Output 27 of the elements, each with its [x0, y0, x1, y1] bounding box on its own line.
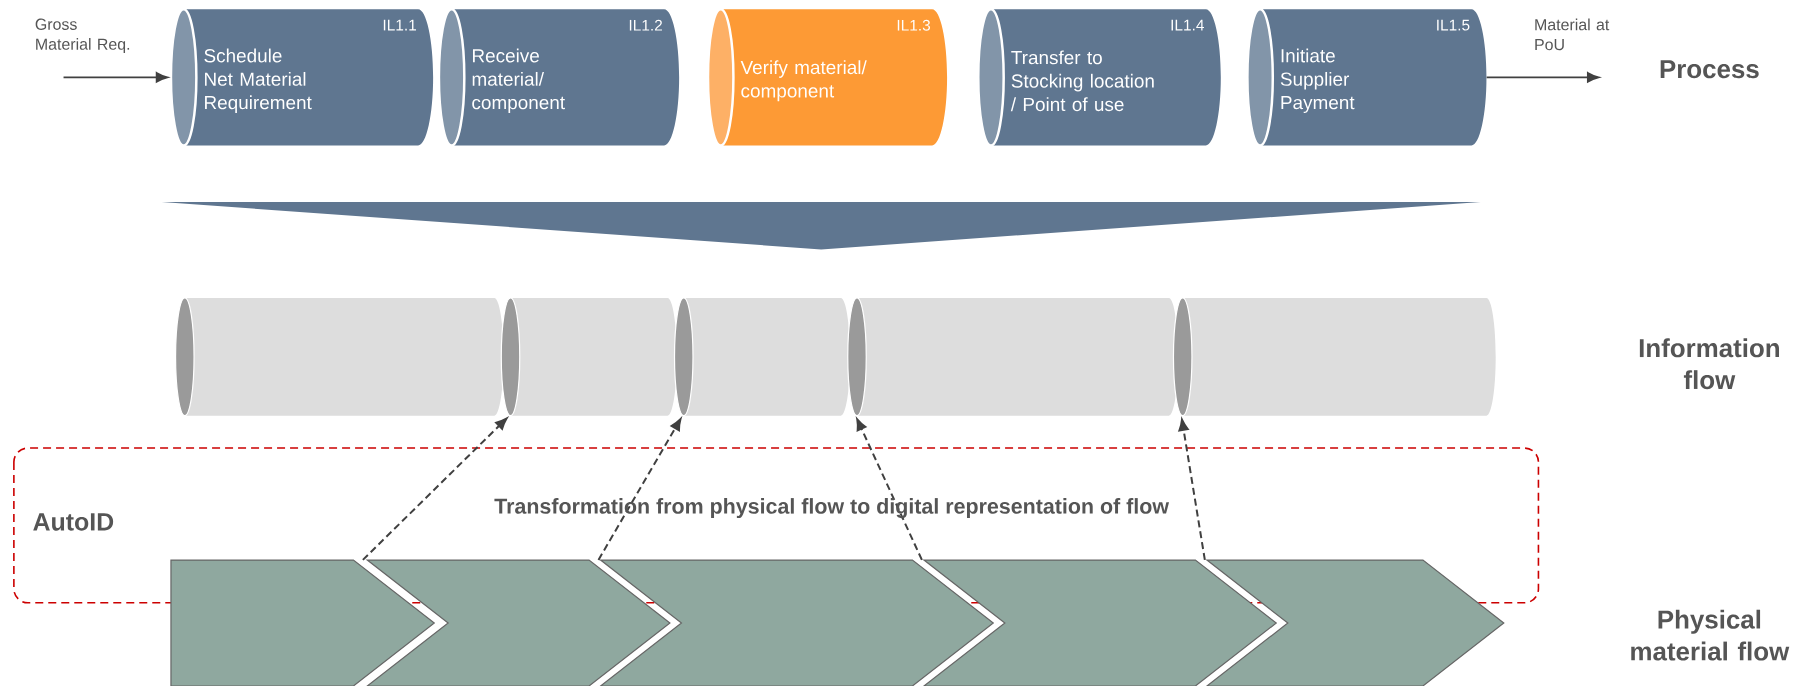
flow-cylinder	[500, 297, 677, 417]
process-cylinder: IL1.2 Receive material/ component	[437, 7, 680, 147]
chevron-block	[598, 559, 995, 686]
dashed-arrow	[856, 418, 923, 561]
flow-label: Gross Material Req.	[35, 18, 130, 53]
dashed-arrow	[1178, 418, 1206, 561]
flow-cylinder	[174, 297, 504, 417]
arrow	[62, 72, 169, 83]
process-cylinder: IL1.1 Schedule Net Material Requirement	[169, 7, 434, 147]
chevron-block	[922, 559, 1278, 686]
process-cylinder: IL1.4 Transfer to Stocking location / Point of use	[977, 7, 1221, 147]
flow-cylinder	[673, 297, 851, 417]
row-title: Physical material flow	[1631, 609, 1790, 661]
chevron-block	[1205, 559, 1505, 686]
row-title: Process	[1660, 60, 1759, 79]
arrow	[1485, 72, 1600, 83]
flow-cylinder	[1172, 297, 1496, 417]
flow-label: Material at PoU	[1535, 18, 1610, 51]
row-title: Information flow	[1639, 338, 1779, 390]
region-title: AutoID	[33, 513, 114, 531]
dashed-arrow	[361, 417, 508, 561]
chevron-block	[365, 559, 671, 686]
dashed-arrow	[597, 418, 682, 561]
region-text: Transformation from physical flow to digital representation of flow	[494, 498, 1170, 519]
chevron-block	[170, 559, 436, 686]
process-cylinder: IL1.3 Verify material/ component	[706, 7, 948, 147]
process-cylinder: IL1.5 Initiate Supplier Payment	[1246, 7, 1487, 147]
